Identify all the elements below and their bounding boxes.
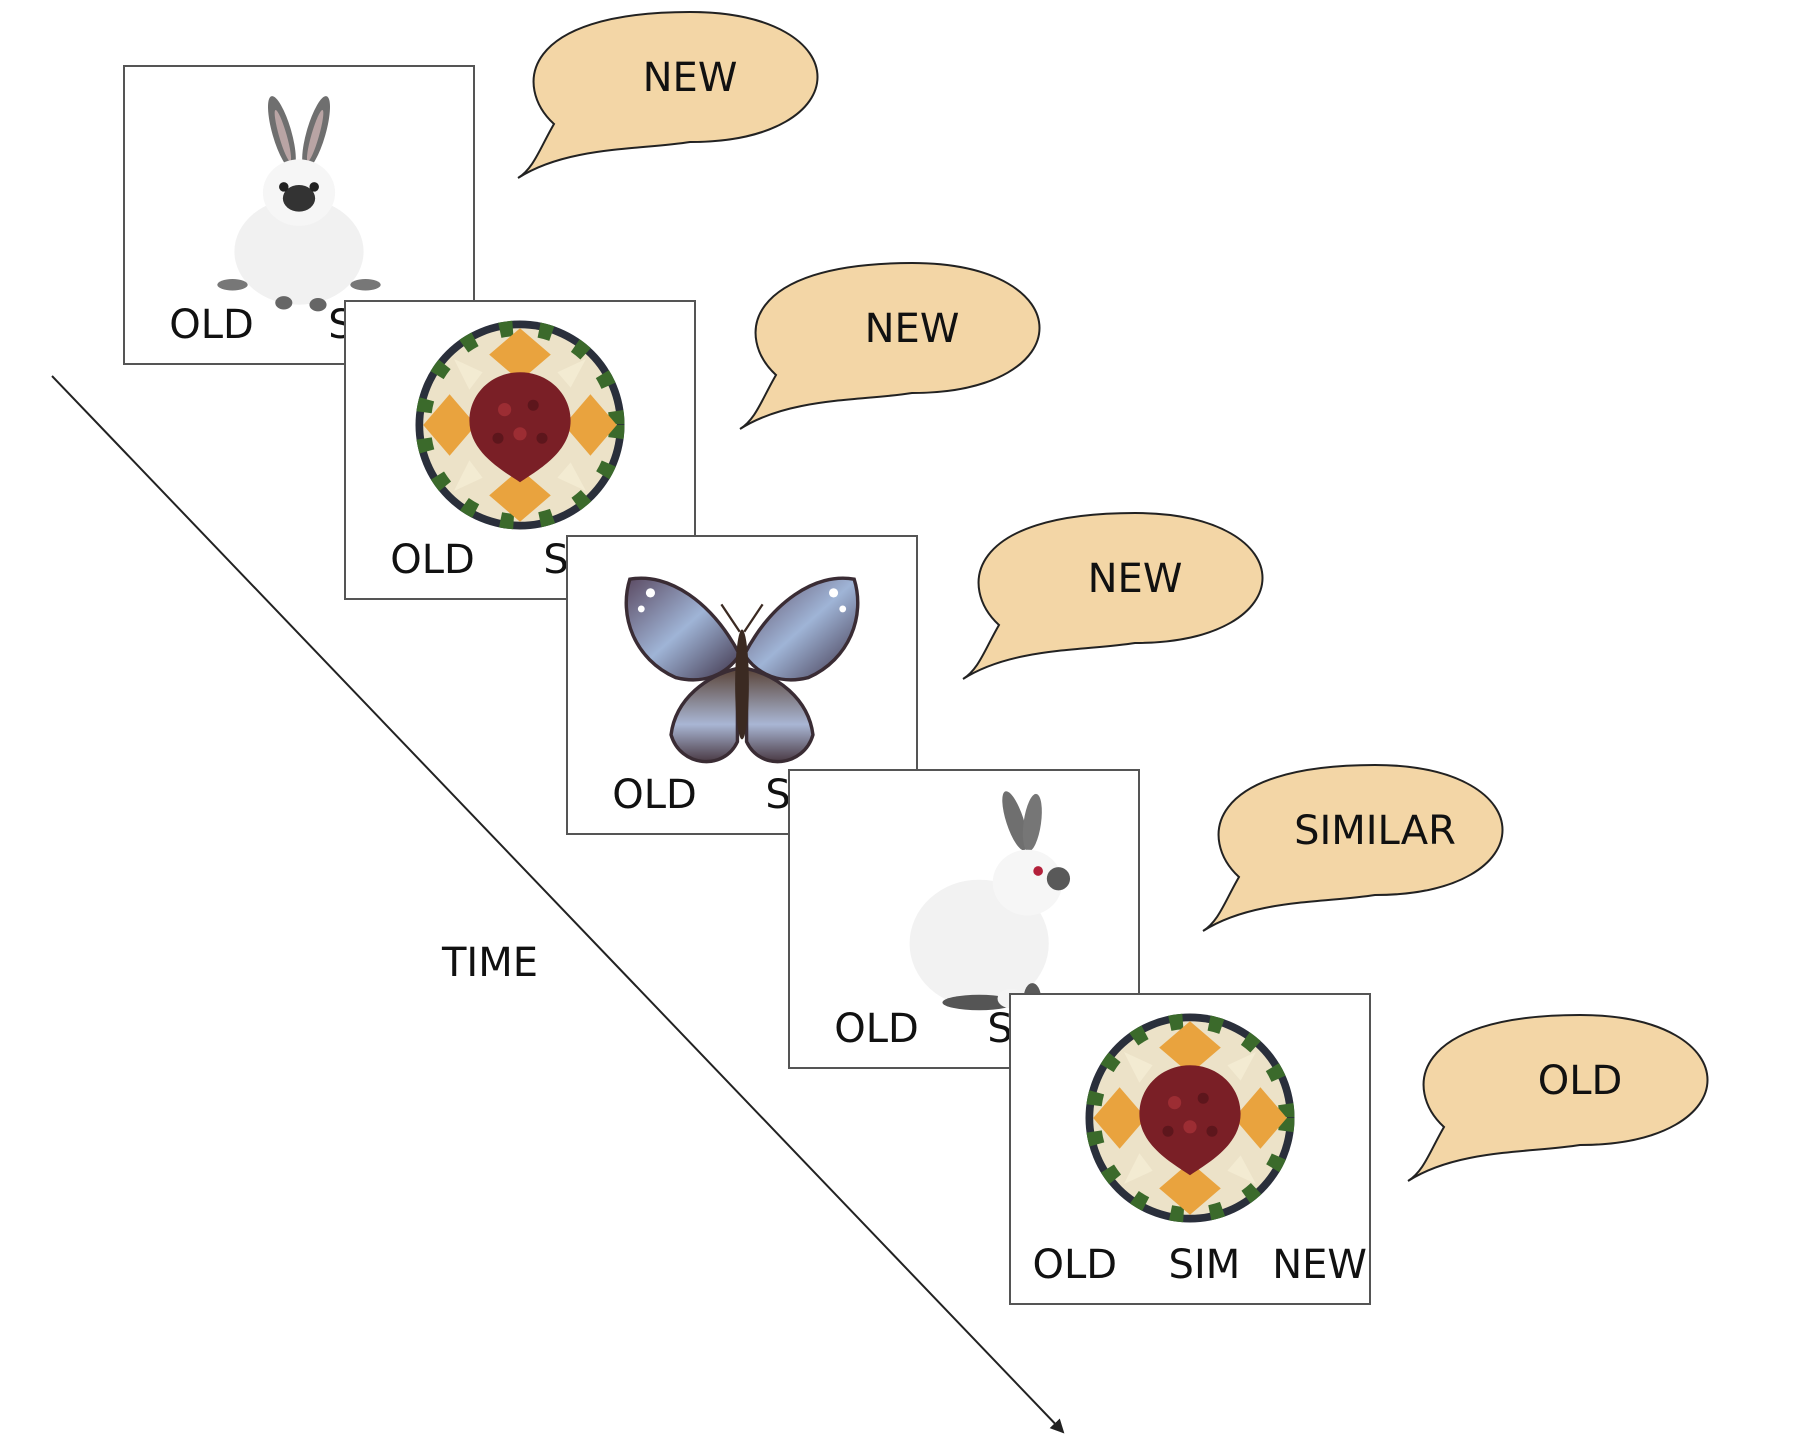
trial-5: OLD SIM NEW xyxy=(1009,993,1371,1305)
response-option: OLD xyxy=(834,1006,919,1052)
time-axis-label: TIME xyxy=(441,940,538,986)
response-option: NEW xyxy=(1272,1242,1367,1288)
food-platter-icon xyxy=(416,321,625,530)
speech-bubble: NEW xyxy=(962,511,1264,680)
response-option: OLD xyxy=(390,537,475,583)
subject-response: NEW xyxy=(1088,556,1183,602)
speech-bubble: NEW xyxy=(517,10,819,179)
subject-response: SIMILAR xyxy=(1294,808,1456,854)
subject-response: NEW xyxy=(865,306,960,352)
speech-bubble: SIMILAR xyxy=(1202,763,1504,932)
time-axis-arrow xyxy=(51,375,1065,1434)
speech-bubble: OLD xyxy=(1407,1013,1709,1182)
subject-response: NEW xyxy=(643,55,738,101)
response-option: SIM xyxy=(1169,1242,1241,1288)
subject-response: OLD xyxy=(1538,1058,1623,1104)
food-platter-icon xyxy=(1086,1014,1295,1223)
response-option: OLD xyxy=(169,302,254,348)
response-option: OLD xyxy=(612,772,697,818)
response-option: OLD xyxy=(1033,1242,1118,1288)
speech-bubble: NEW xyxy=(739,261,1041,430)
